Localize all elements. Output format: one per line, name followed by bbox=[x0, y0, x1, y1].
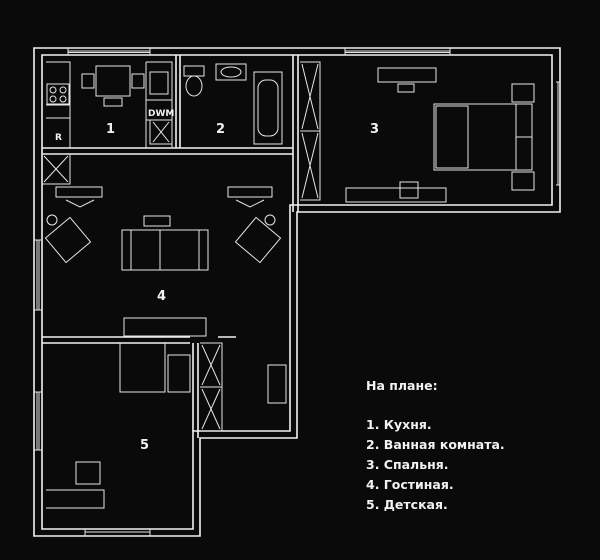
fridge-label: R bbox=[55, 133, 62, 143]
chair bbox=[399, 181, 419, 199]
armchair bbox=[44, 216, 92, 264]
toilet-icon bbox=[183, 65, 205, 97]
room-number: 4 bbox=[157, 289, 166, 304]
double-bed bbox=[433, 103, 533, 171]
nightstand bbox=[511, 83, 535, 103]
bedroom: 3 bbox=[300, 61, 535, 203]
legend-item: 5. Детская. bbox=[366, 497, 448, 512]
legend-item: 2. Ванная комната. bbox=[366, 437, 505, 452]
room-number: 2 bbox=[216, 122, 225, 137]
dining-table bbox=[81, 65, 145, 107]
stove-icon bbox=[46, 83, 70, 105]
nightstand bbox=[511, 171, 535, 191]
chair bbox=[75, 461, 101, 485]
sofa bbox=[121, 215, 209, 271]
legend: На плане: 1. Кухня. 2. Ванная комната. 3… bbox=[366, 378, 591, 515]
dishwasher-label: DWM bbox=[148, 109, 174, 119]
wardrobe bbox=[200, 342, 223, 432]
legend-item: 4. Гостиная. bbox=[366, 477, 454, 492]
interior-walls bbox=[42, 55, 299, 438]
legend-item: 1. Кухня. bbox=[366, 417, 432, 432]
bathroom: 2 bbox=[149, 63, 283, 145]
shelf bbox=[267, 364, 287, 404]
desk bbox=[119, 343, 191, 393]
windows bbox=[34, 48, 560, 536]
wardrobe bbox=[300, 61, 321, 201]
kitchen: R DWM 1 bbox=[46, 61, 174, 148]
washer-icon bbox=[149, 119, 173, 145]
legend-list: 1. Кухня. 2. Ванная комната. 3. Спальня.… bbox=[366, 415, 591, 515]
living-room: 4 bbox=[42, 153, 282, 337]
armchair bbox=[234, 216, 282, 264]
side-table bbox=[55, 186, 103, 208]
room-number: 1 bbox=[106, 122, 115, 137]
desk bbox=[46, 489, 105, 509]
side-table bbox=[227, 186, 273, 208]
outer-walls bbox=[33, 47, 561, 537]
sink-icon bbox=[149, 71, 169, 95]
room-number: 3 bbox=[370, 122, 379, 137]
tv-stand bbox=[123, 317, 207, 337]
bathtub-icon bbox=[253, 71, 283, 145]
legend-title: На плане: bbox=[366, 378, 438, 393]
desk bbox=[345, 187, 447, 203]
childrens-room: 5 bbox=[46, 342, 287, 509]
washbasin-icon bbox=[215, 63, 247, 81]
legend-item: 3. Спальня. bbox=[366, 457, 449, 472]
room-number: 5 bbox=[140, 438, 149, 453]
